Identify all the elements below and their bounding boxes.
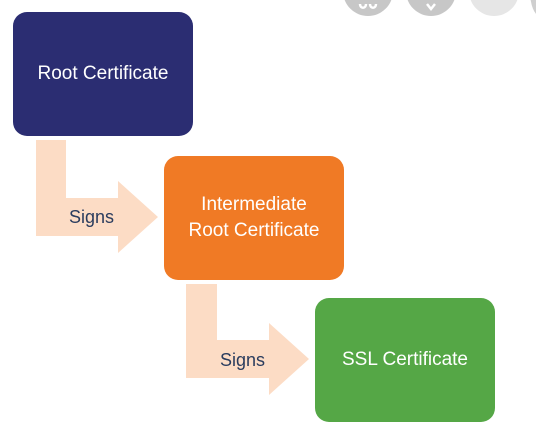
signs-arrow-1 <box>36 140 158 253</box>
signs-label-2: Signs <box>220 350 266 370</box>
signs-arrow-2 <box>186 284 309 395</box>
chevron-down-icon <box>426 3 436 12</box>
top-control-button-4[interactable] <box>530 0 536 16</box>
intermediate-certificate-box: Intermediate Root Certificate <box>164 156 344 280</box>
signs-label-1: Signs <box>69 207 115 227</box>
top-control-button-2[interactable] <box>406 0 456 16</box>
root-certificate-box: Root Certificate <box>13 12 193 136</box>
ssl-certificate-label: SSL Certificate <box>341 349 468 370</box>
top-control-button-1[interactable] <box>343 0 393 16</box>
root-certificate-label: Root Certificate <box>37 63 169 84</box>
intermediate-certificate-label: Intermediate Root Certificate <box>188 194 320 241</box>
top-control-button-3[interactable] <box>469 0 519 16</box>
link-icon <box>358 3 378 9</box>
ssl-certificate-box: SSL Certificate <box>315 298 495 422</box>
